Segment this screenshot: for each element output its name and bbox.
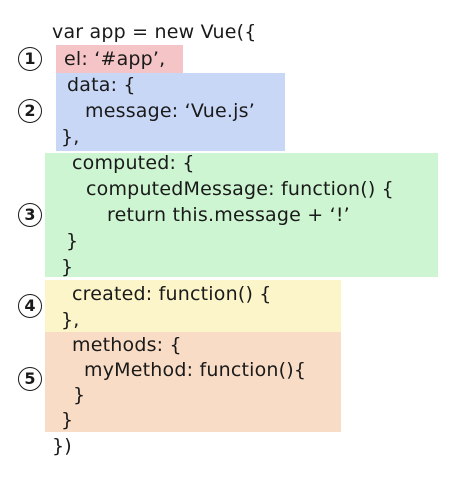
el-block: [56, 45, 183, 73]
marker-4: 4: [18, 294, 42, 318]
code-line-methods-close: }: [61, 409, 74, 431]
code-line-computed-open: computed: {: [72, 152, 195, 174]
code-line-vue-close: }): [52, 435, 72, 457]
code-line-data-close: },: [61, 126, 80, 148]
data-block: [56, 73, 285, 151]
computed-block: [45, 153, 438, 277]
code-line-methods-open: methods: {: [72, 334, 182, 356]
marker-3: 3: [18, 203, 42, 227]
code-line-data-open: data: {: [67, 74, 136, 96]
code-line-my-method-close: }: [73, 384, 86, 406]
code-line-message: message: ‘Vue.js’: [85, 100, 255, 122]
marker-5: 5: [18, 367, 42, 391]
created-block: [45, 280, 341, 332]
marker-1: 1: [18, 47, 42, 71]
code-line-created: created: function() {: [72, 283, 272, 305]
methods-block: [45, 332, 341, 432]
code-line-my-method: myMethod: function(){: [84, 359, 307, 381]
code-line-el: el: ‘#app’,: [64, 48, 166, 70]
code-line-function-close: }: [66, 230, 79, 252]
code-line-computed-close: }: [61, 256, 74, 278]
marker-2: 2: [18, 99, 42, 123]
code-line-vue-declaration: var app = new Vue({: [52, 21, 257, 43]
code-line-computed-message: computedMessage: function() {: [86, 178, 394, 200]
code-line-created-close: },: [61, 309, 80, 331]
code-line-return: return this.message + ‘!’: [107, 204, 350, 226]
